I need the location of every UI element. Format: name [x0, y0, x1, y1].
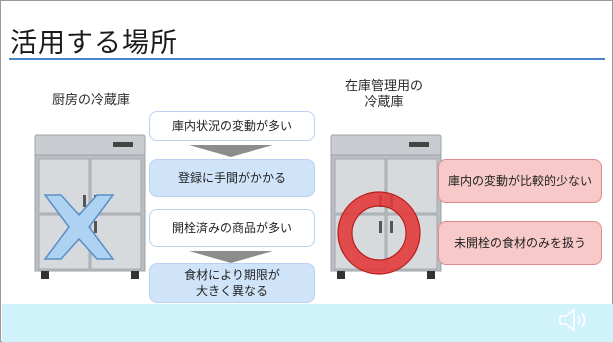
- info-box-unopened-only: 未開栓の食材のみを扱う: [438, 221, 602, 265]
- info-box-expiry-varies: 食材により期限が 大きく異なる: [149, 263, 315, 303]
- info-box-status-variation: 庫内状況の変動が多い: [149, 111, 315, 141]
- ok-circle-icon: [337, 191, 421, 275]
- x-mark-icon: [43, 194, 115, 260]
- right-fridge-label-line2: 冷蔵庫: [364, 95, 404, 110]
- speaker-icon[interactable]: [557, 307, 593, 333]
- info-box-expiry-line1: 食材により期限が: [184, 268, 280, 282]
- info-box-registration-effort: 登録に手間がかかる: [149, 159, 315, 197]
- down-arrow-icon: [189, 145, 273, 157]
- footer-band: [2, 304, 613, 342]
- info-box-low-variation: 庫内の変動が比較的少ない: [438, 159, 602, 203]
- title-rule: [9, 58, 605, 60]
- slide-title: 活用する場所: [10, 28, 178, 59]
- right-fridge-label-line1: 在庫管理用の: [344, 79, 423, 94]
- info-box-opened-products: 開栓済みの商品が多い: [149, 209, 315, 247]
- left-fridge-label: 厨房の冷蔵庫: [51, 93, 130, 108]
- down-arrow-icon: [189, 251, 273, 263]
- right-fridge-label: 在庫管理用の 冷蔵庫: [319, 79, 449, 111]
- info-box-expiry-line2: 大きく異なる: [195, 284, 268, 298]
